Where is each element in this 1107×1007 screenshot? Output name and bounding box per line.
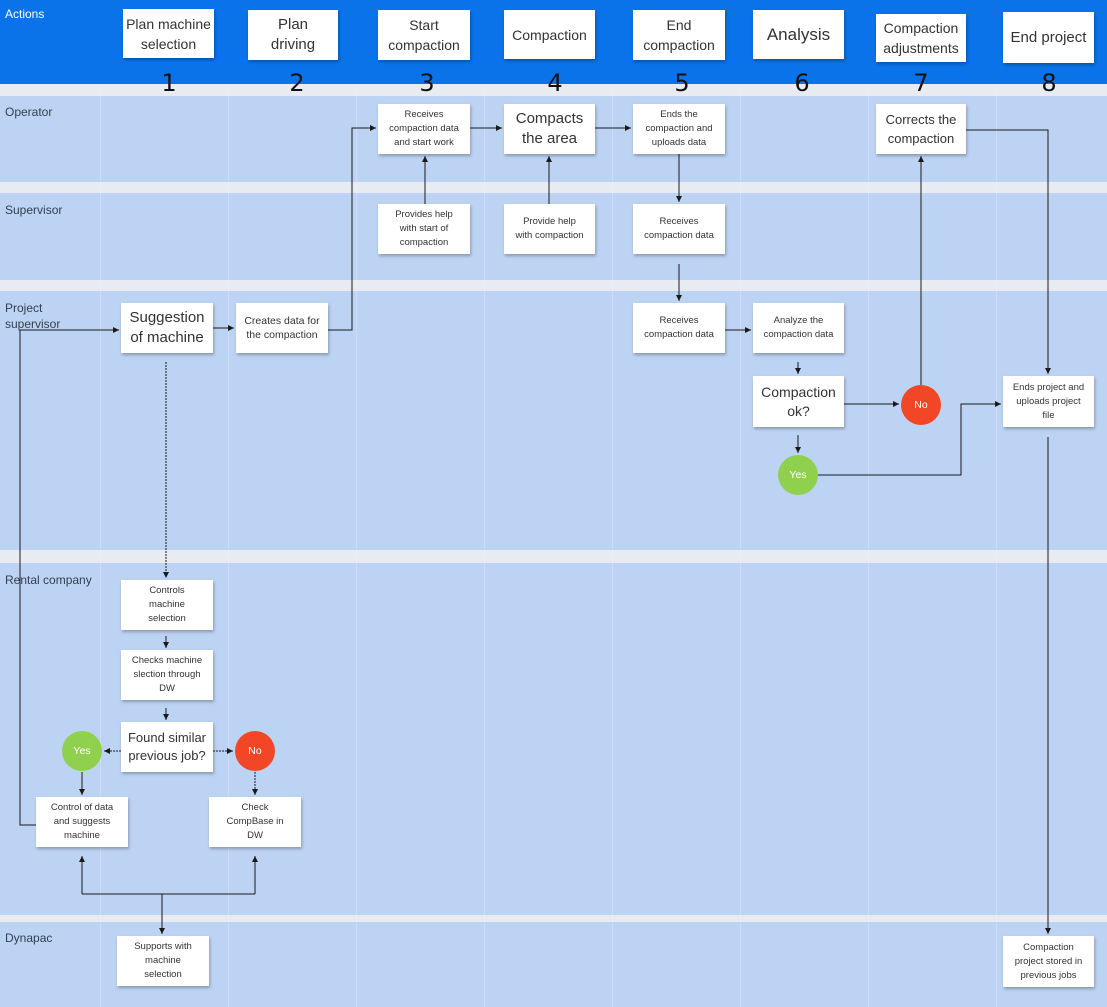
lane-label-dynapac: Dynapac	[5, 931, 53, 945]
step-1-note: Plan machine selection	[123, 9, 214, 58]
decision-yes-rental: Yes	[62, 731, 102, 771]
step-7-note: Compaction adjustments	[876, 14, 966, 62]
note-suggestion-machine: Suggestion of machine	[121, 303, 213, 353]
grid-line	[356, 84, 357, 1007]
note-provide-help-compaction: Provide help with compaction	[504, 204, 595, 254]
step-number-6: 6	[794, 69, 810, 97]
step-5-note: End compaction	[633, 10, 725, 60]
step-number-1: 1	[161, 69, 177, 97]
decision-yes-analysis: Yes	[778, 455, 818, 495]
lane-label-supervisor: Supervisor	[5, 203, 63, 217]
grid-line	[868, 84, 869, 1007]
step-6-note: Analysis	[753, 10, 844, 59]
step-number-7: 7	[913, 69, 929, 97]
grid-line	[484, 84, 485, 1007]
note-supervisor-receives: Receives compaction data	[633, 204, 725, 254]
step-8-note: End project	[1003, 12, 1094, 63]
lane-label-rental-company: Rental company	[5, 573, 92, 587]
step-3-note: Start compaction	[378, 10, 470, 60]
decision-no-rental: No	[235, 731, 275, 771]
lane-label-project-supervisor: Project supervisor	[5, 301, 61, 331]
step-number-3: 3	[419, 69, 435, 97]
grid-line	[612, 84, 613, 1007]
note-creates-data: Creates data for the compaction	[236, 303, 328, 353]
note-ps-receives: Receives compaction data	[633, 303, 725, 353]
note-corrects: Corrects the compaction	[876, 104, 966, 154]
note-ends-project: Ends project and uploads project file	[1003, 376, 1094, 427]
grid-line	[740, 84, 741, 1007]
step-number-5: 5	[674, 69, 690, 97]
lane-label-actions: Actions	[5, 7, 45, 21]
step-2-note: Plan driving	[248, 10, 338, 60]
grid-line	[228, 84, 229, 1007]
decision-found-similar: Found similar previous job?	[121, 722, 213, 772]
note-checks-selection: Checks machine slection through DW	[121, 650, 213, 700]
note-ends-uploads: Ends the compaction and uploads data	[633, 104, 725, 154]
note-receives-start: Receives compaction data and start work	[378, 104, 470, 154]
note-check-compbase: Check CompBase in DW	[209, 797, 301, 847]
note-provides-help-start: Provides help with start of compaction	[378, 204, 470, 254]
step-number-2: 2	[289, 69, 305, 97]
note-compacts-area: Compacts the area	[504, 104, 595, 154]
note-controls-selection: Controls machine selection	[121, 580, 213, 630]
lane-label-operator: Operator	[5, 105, 53, 119]
grid-line	[100, 84, 101, 1007]
note-supports-selection: Supports with machine selection	[117, 936, 209, 986]
note-analyze: Analyze the compaction data	[753, 303, 844, 353]
step-number-4: 4	[547, 69, 563, 97]
note-stored-previous: Compaction project stored in previous jo…	[1003, 936, 1094, 987]
step-4-note: Compaction	[504, 10, 595, 59]
note-control-data: Control of data and suggests machine	[36, 797, 128, 847]
decision-no-analysis: No	[901, 385, 941, 425]
grid-line	[996, 84, 997, 1007]
step-number-8: 8	[1041, 69, 1057, 97]
decision-compaction-ok: Compaction ok?	[753, 376, 844, 427]
